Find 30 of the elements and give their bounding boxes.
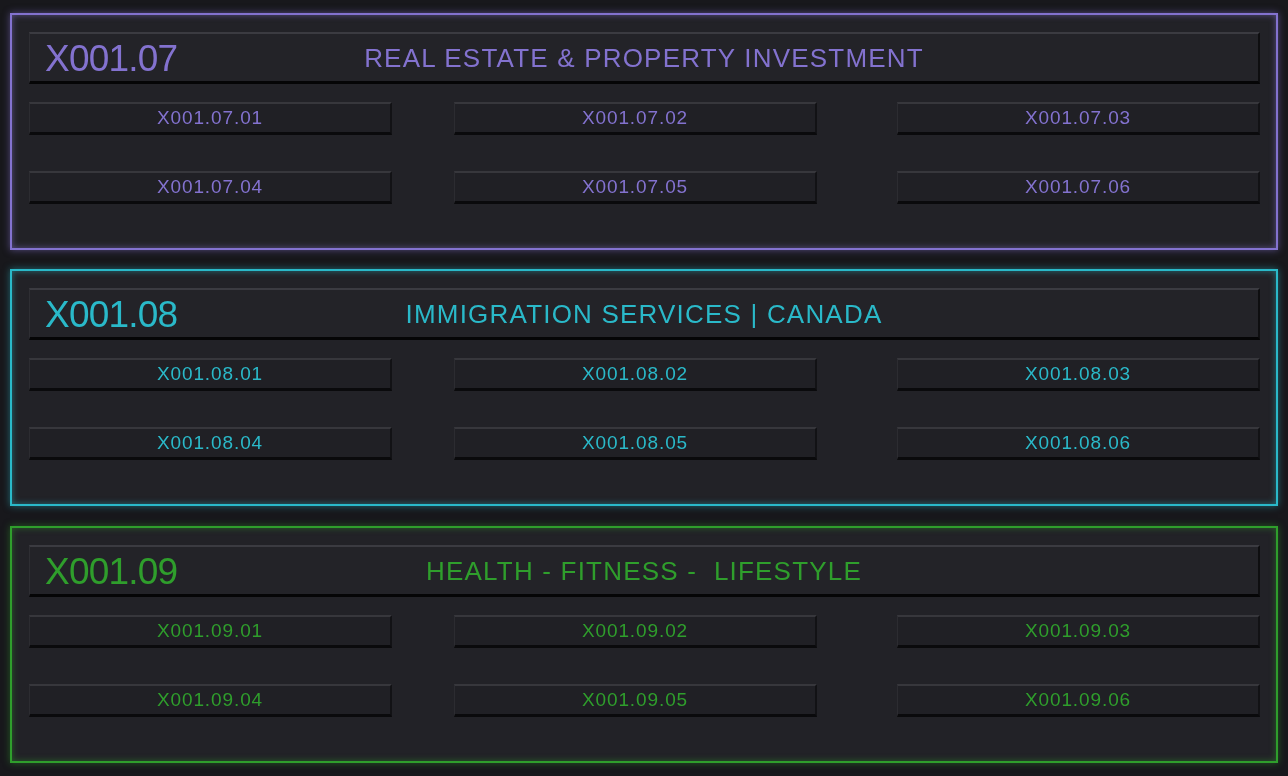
section-panel (10, 269, 1278, 506)
section-header-bar (29, 288, 1260, 340)
subcategory-entry: X001.09.04 (29, 684, 392, 717)
subcategory-entry: X001.08.06 (897, 427, 1260, 460)
section-panel (10, 526, 1278, 763)
subcategory-entry: X001.07.02 (454, 102, 817, 135)
subcategory-entry: X001.08.04 (29, 427, 392, 460)
subcategory-entry: X001.09.01 (29, 615, 392, 648)
section-title: REAL ESTATE & PROPERTY INVESTMENT (364, 44, 924, 71)
subcategory-entry: X001.08.01 (29, 358, 392, 391)
subcategory-entry: X001.07.03 (897, 102, 1260, 135)
subcategory-entry: X001.08.05 (454, 427, 817, 460)
section-header-bar (29, 32, 1260, 84)
section-title: IMMIGRATION SERVICES | CANADA (405, 300, 883, 327)
subcategory-entry: X001.07.04 (29, 171, 392, 204)
subcategory-entry: X001.08.03 (897, 358, 1260, 391)
subcategory-entry: X001.09.05 (454, 684, 817, 717)
section-header-bar (29, 545, 1260, 597)
subcategory-entry: X001.07.05 (454, 171, 817, 204)
subcategory-entry: X001.07.06 (897, 171, 1260, 204)
section-code: X001.07 (45, 39, 178, 76)
section-code: X001.08 (45, 295, 178, 332)
subcategory-entry: X001.08.02 (454, 358, 817, 391)
section-title: HEALTH - FITNESS - LIFESTYLE (426, 557, 862, 584)
subcategory-entry: X001.09.06 (897, 684, 1260, 717)
subcategory-entry: X001.07.01 (29, 102, 392, 135)
subcategory-entry: X001.09.02 (454, 615, 817, 648)
section-panel (10, 13, 1278, 250)
section-code: X001.09 (45, 552, 178, 589)
subcategory-entry: X001.09.03 (897, 615, 1260, 648)
